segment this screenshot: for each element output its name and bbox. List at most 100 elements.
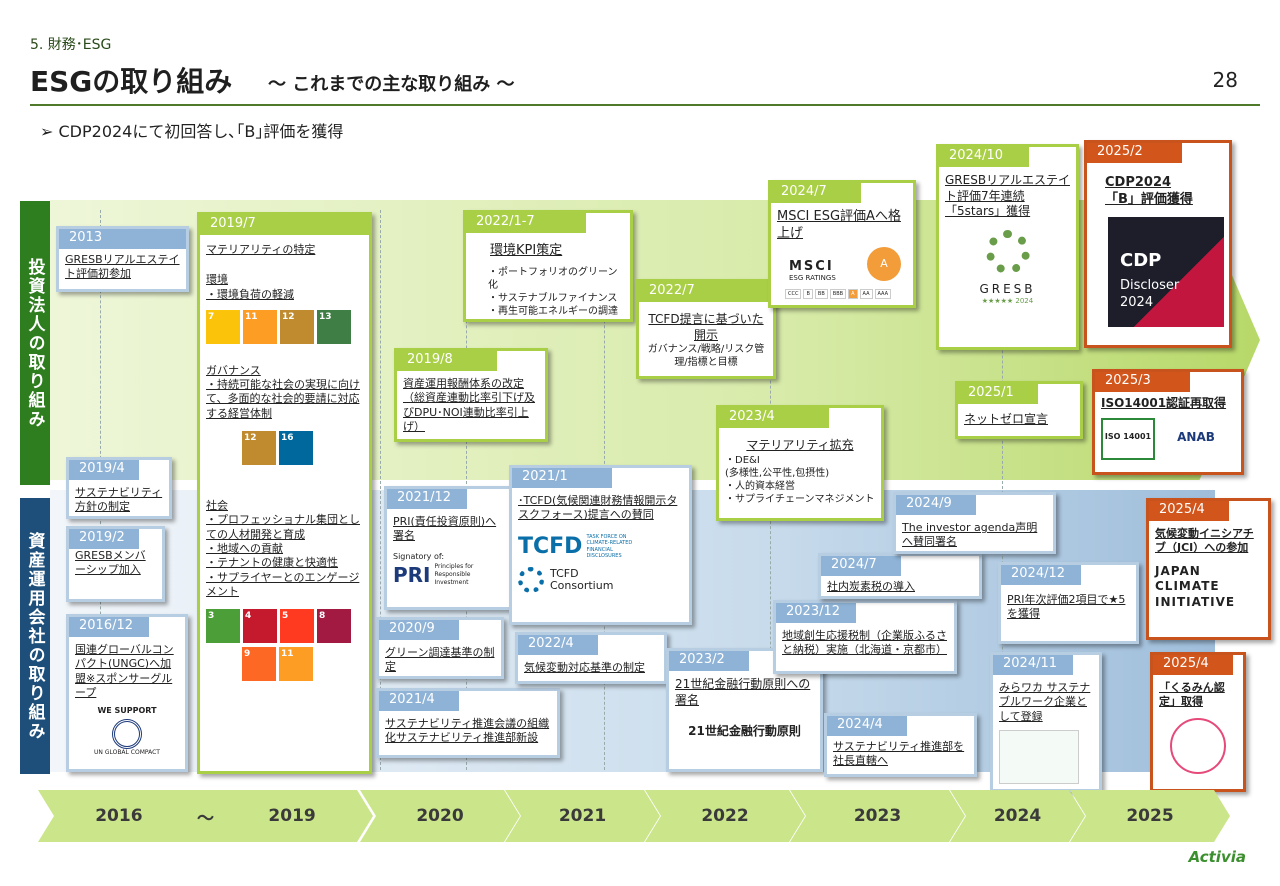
event-text: 国連グローバルコンパクト(UNGC)へ加盟※スポンサーグループ [75,643,174,699]
event-text: ･TCFD(気候関連財務情報開示タスクフォース)提言への賛同 [518,494,678,522]
timeline-2020: 2020 [360,790,520,842]
cdp-logo-year: 2024 [1120,295,1154,311]
event-text: グリーン調達基準の制定 [385,646,495,674]
bullet-text: ➢ CDP2024にて初回答し､｢B｣評価を獲得 [40,122,344,141]
grid-line [380,210,381,770]
tag: 2023/2 [669,651,749,671]
kurumin-mark-icon [1170,717,1226,774]
kpi-title: 環境KPI策定 [490,243,563,258]
event-2016-12: 2016/12 国連グローバルコンパクト(UNGC)へ加盟※スポンサーグループ … [66,614,188,772]
year-label: 2016 [95,806,143,826]
tag: 2024/12 [1001,565,1081,585]
gresb-title: GRESBリアルエステイト評価7年連続「5stars」獲得 [945,173,1070,219]
event-text: 「くるみん認定」取得 [1159,681,1225,709]
event-2024-7-asset: 2024/7 社内炭素税の導入 [818,553,982,599]
soc-heading: 社会 [206,499,228,513]
title-rule [30,104,1260,106]
year-label: 2024 [993,806,1042,826]
tag: 2021/4 [379,691,459,711]
event-2024-7-msci: 2024/7 MSCI ESG評価Aへ格上げ MSCI ESG RATINGS … [768,180,916,308]
cdp-rating: 「B」評価獲得 [1105,191,1193,207]
tag: 2021/1 [512,468,612,488]
tag: 2016/12 [69,617,149,637]
year-label: 2019 [268,806,316,826]
soc-item: ・地域への貢献 [206,541,283,555]
tag: 2022/4 [518,635,598,655]
event-2019-2: 2019/2 GRESBメンバーシップ加入 [66,526,165,602]
sdg13-icon: 13 [317,309,351,344]
tcfd-disclosure-title: TCFD提言に基づいた開示 [648,312,764,342]
msci-scale-cell: A [848,288,858,300]
iso-logos: ISO 14001 ANAB [1101,417,1235,460]
event-2023-4: 2023/4 マテリアリティ拡充 ・DE&I (多様性,公平性,包摂性) ・人的… [716,405,884,521]
event-2025-4-jci: 2025/4 気候変動イニシアチブ（JCI）への参加 JAPAN CLIMATE… [1146,498,1271,640]
tag: 2025/2 [1087,143,1182,163]
event-text: GRESBリアルエステイト評価初参加 [65,253,180,281]
expansion-item: ・サプライチェーンマネジメント [725,493,875,505]
expansion-item: ・人的資本経営 [725,480,795,492]
sdg12-icon: 12 [242,431,276,466]
certificate-image [999,729,1079,784]
tag: 2023/12 [776,603,856,623]
consortium-text: TCFD [550,567,579,581]
event-2024-9: 2024/9 The investor agenda声明へ賛同署名 [893,492,1056,554]
msci-logo-sub: ESG RATINGS [789,273,836,282]
gresb-logo-sub: ★★★★★ 2024 [981,297,1034,306]
year-label: 2020 [416,806,464,826]
sdg7-icon: 7 [206,309,240,344]
msci-scale-cell: BB [814,288,828,300]
ungc-logo-sub: UN GLOBAL COMPACT [94,748,160,756]
event-2022-1-7: 2022/1-7 環境KPI策定 ・ポートフォリオのグリーン化 ・サステナブルフ… [463,210,633,322]
event-text: 気候変動対応基準の制定 [524,661,645,674]
tcfd-logo-text: TCFD [518,533,583,559]
env-item: ・環境負荷の軽減 [206,287,294,301]
event-text: ネットゼロ宣言 [964,412,1049,426]
msci-scale-cell: B [803,288,813,300]
soc-item: ・サプライヤーとのエンゲージメント [206,570,360,598]
materiality-expansion-title: マテリアリティ拡充 [746,438,854,452]
msci-scale-cell: BBB [829,288,847,300]
event-text: The investor agenda声明へ賛同署名 [902,521,1038,549]
event-2021-12-pri: 2021/12 PRI(責任投資原則)へ署名 Signatory of: PRI… [384,486,512,610]
sdg12-icon: 12 [280,309,314,344]
cdp-title: CDP2024 [1105,175,1172,190]
timeline-2021: 2021 [505,790,660,842]
event-2023-2: 2023/2 21世紀金融行動原則への署名 21世紀金融行動原則 [666,648,823,772]
page-subtitle: ～ これまでの主な取り組み ～ [268,74,515,95]
tag: 2019/7 [200,215,369,235]
tag: 2024/10 [939,147,1029,167]
event-2020-9: 2020/9 グリーン調達基準の制定 [376,617,504,679]
event-text: 資産運用報酬体系の改定（総資産連動比率引下げ及びDPU･NOI連動比率引上げ） [403,377,535,433]
anab-badge: ANAB [1177,429,1215,444]
un-globe-icon [112,718,142,749]
gov-heading: ガバナンス [206,363,261,377]
year-range-tilde: ～ [196,808,214,829]
event-2022-7: 2022/7 TCFD提言に基づいた開示 ガバナンス/戦略/リスク管理/指標と目… [636,279,776,379]
event-2024-10-gresb: 2024/10 GRESBリアルエステイト評価7年連続「5stars」獲得 GR… [936,144,1079,350]
tag: 2025/1 [958,384,1038,404]
timeline-2025: 2025 [1070,790,1230,842]
event-2013: 2013 GRESBリアルエステイト評価初参加 [56,226,189,292]
event-text: 社内炭素税の導入 [827,580,915,593]
msci-grade-badge: A [867,246,901,281]
event-2025-4-kurumin: 2025/4 「くるみん認定」取得 [1150,652,1246,792]
jci-logo-text: JAPAN CLIMATE INITIATIVE [1155,563,1236,609]
sdg11-icon: 11 [243,309,277,344]
event-2021-4: 2021/4 サステナビリティ推進会議の組織化サステナビリティ推進部新設 [376,688,560,758]
timeline-2023: 2023 [790,790,965,842]
pri-logo-text: PRI [393,562,431,587]
event-text: PRI年次評価2項目で★5を獲得 [1007,593,1126,621]
section-label: 5. 財務･ESG [30,37,112,53]
event-2024-11: 2024/11 みらワカ サステナブルワーク企業として登録 [990,652,1102,792]
tag: 2022/1-7 [466,213,586,233]
tag: 2024/9 [896,495,976,515]
event-text: みらワカ サステナブルワーク企業として登録 [999,681,1091,723]
sdg11-icon: 11 [279,647,313,682]
activia-logo: Activia [1188,848,1246,866]
event-text: 気候変動イニシアチブ（JCI）への参加 [1155,527,1254,555]
sdg5-icon: 5 [280,609,314,644]
event-text: 地域創生応援税制（企業版ふるさと納税）実施（北海道・京都市） [782,629,947,657]
sdg4-icon: 4 [243,609,277,644]
